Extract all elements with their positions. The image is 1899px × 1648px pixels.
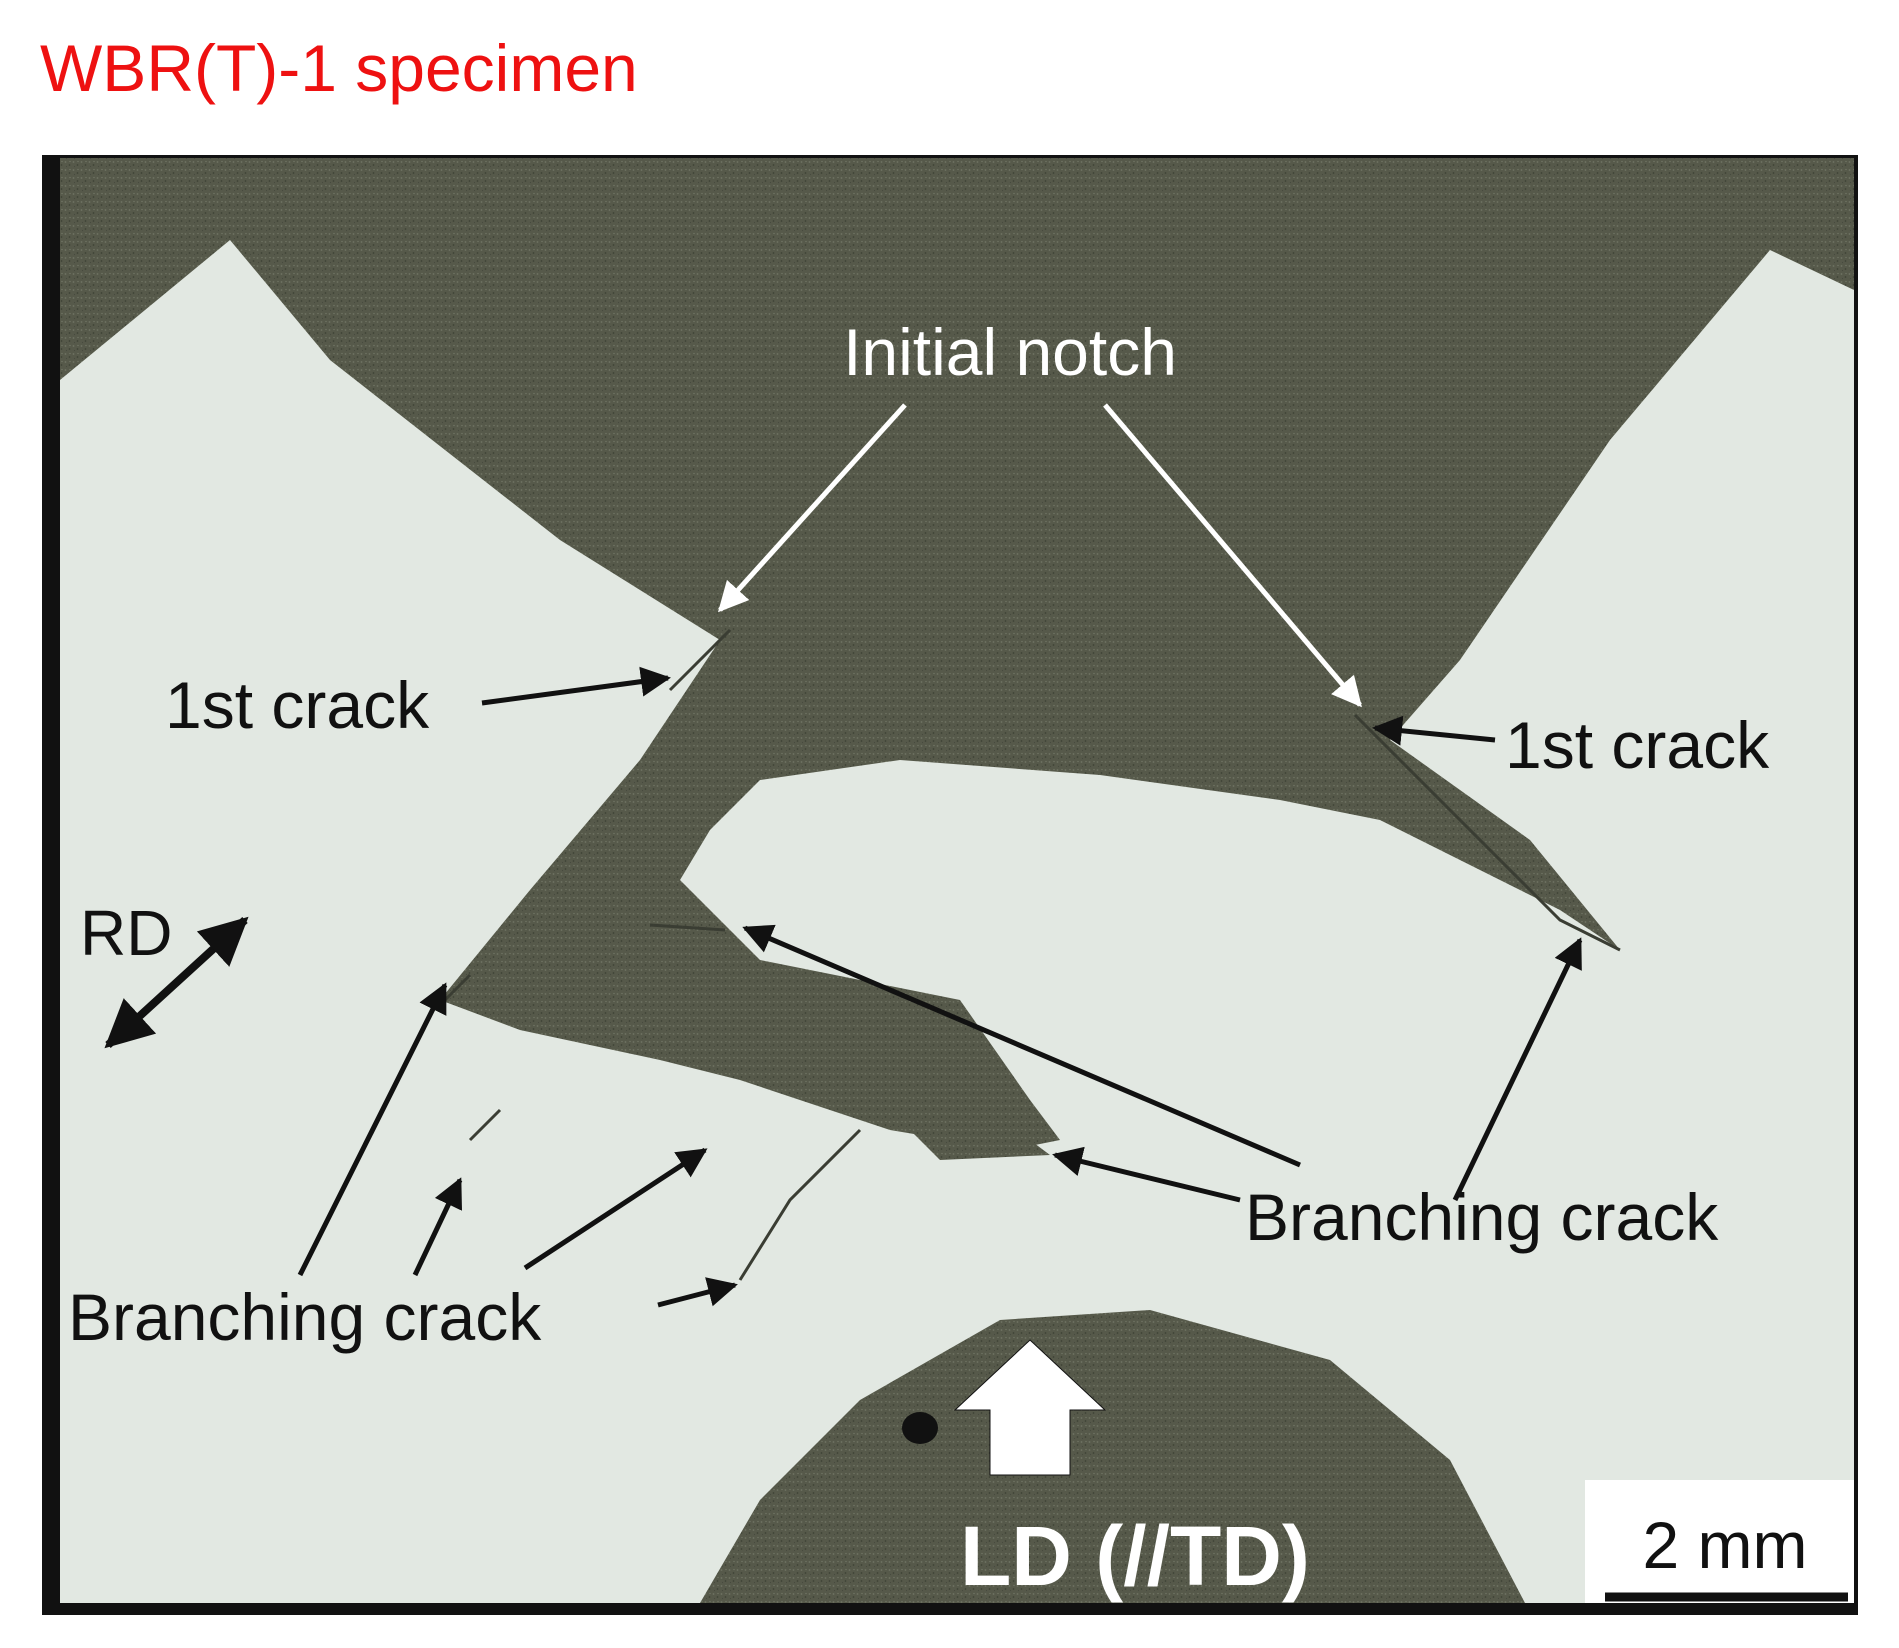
scale-bar-label: 2 mm bbox=[1643, 1508, 1808, 1582]
first-crack-arrow-right bbox=[1372, 715, 1496, 746]
rd-double-arrow bbox=[104, 916, 249, 1049]
initial-notch-arrow-left bbox=[717, 403, 907, 613]
scale-bar-box bbox=[1585, 1480, 1854, 1603]
load-direction-arrow bbox=[953, 1339, 1107, 1476]
first-crack-label-right: 1st crack bbox=[1505, 708, 1770, 782]
pore bbox=[902, 1412, 938, 1444]
branching-crack-arrows-left bbox=[297, 982, 738, 1308]
specimen-body bbox=[60, 240, 1854, 1603]
rd-label: RD bbox=[80, 897, 172, 969]
branching-crack-arrows-right bbox=[742, 924, 1583, 1203]
load-direction-label: LD (//TD) bbox=[960, 1509, 1310, 1603]
initial-notch-arrow-right bbox=[1103, 403, 1362, 708]
initial-notch-label: Initial notch bbox=[843, 315, 1177, 389]
first-crack-arrow-left bbox=[481, 666, 671, 706]
central-crack-gap bbox=[640, 1030, 1050, 1160]
branching-crack-label-left: Branching crack bbox=[68, 1280, 542, 1354]
branching-crack-label-right: Branching crack bbox=[1245, 1180, 1719, 1254]
first-crack-label-left: 1st crack bbox=[165, 668, 430, 742]
figure-title: WBR(T)-1 specimen bbox=[40, 31, 638, 105]
